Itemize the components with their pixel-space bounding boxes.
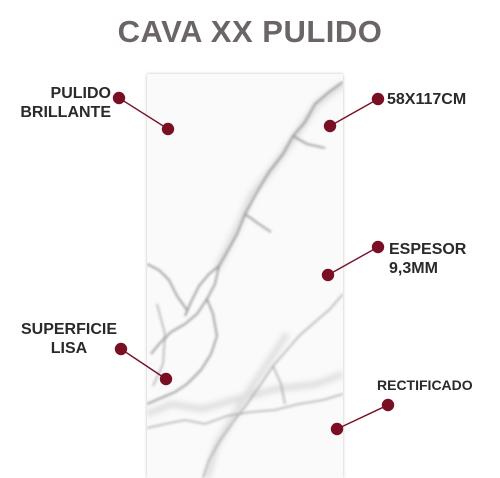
callout-superficie-lisa: SUPERFICIE LISA bbox=[15, 320, 123, 358]
callout-line: SUPERFICIE bbox=[20, 321, 117, 338]
callout-line: PULIDO bbox=[50, 85, 111, 102]
callout-line: LISA bbox=[50, 340, 88, 357]
callout-line: 9,3MM bbox=[389, 260, 438, 277]
marker-dot bbox=[371, 92, 385, 106]
callout-line: 58X117CM bbox=[387, 91, 467, 108]
marker-dot bbox=[371, 240, 385, 254]
marble-veins bbox=[147, 74, 343, 478]
callout-line: BRILLANTE bbox=[20, 104, 111, 121]
marker-dot bbox=[112, 91, 126, 105]
callout-line: ESPESOR bbox=[389, 241, 467, 258]
product-title: CAVA XX PULIDO bbox=[117, 14, 383, 49]
marble-tile-image bbox=[147, 74, 343, 478]
callout-size: 58X117CM bbox=[387, 90, 466, 109]
marker-dot bbox=[381, 398, 395, 412]
callout-espesor: ESPESOR 9,3MM bbox=[389, 240, 466, 278]
callout-line: RECTIFICADO bbox=[377, 377, 473, 393]
callout-rectificado: RECTIFICADO bbox=[377, 376, 473, 395]
callout-pulido-brillante: PULIDO BRILLANTE bbox=[15, 84, 111, 122]
